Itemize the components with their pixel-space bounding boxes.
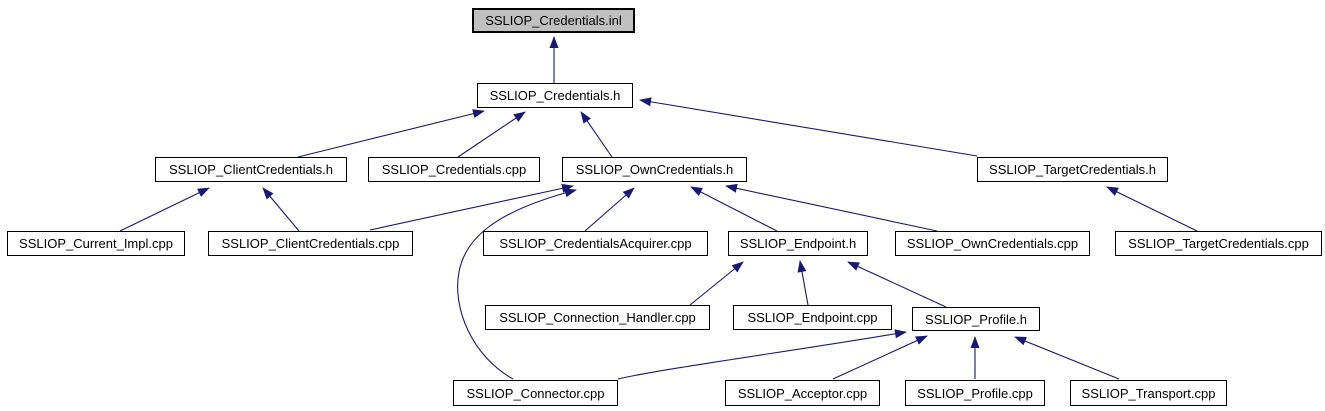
dependency-edge-clientcredentials-cpp-to-owncredentials-h (369, 183, 574, 231)
dependency-edge-transport-cpp-to-profile-h (1014, 336, 1120, 380)
graph-node-label: SSLIOP_ClientCredentials.cpp (221, 236, 400, 251)
graph-node-credentials-h[interactable]: SSLIOP_Credentials.h (477, 83, 633, 108)
graph-node-label: SSLIOP_Endpoint.h (739, 236, 857, 251)
graph-node-label: SSLIOP_Credentials.cpp (381, 162, 527, 177)
dependency-edge-connection-handler-cpp-to-endpoint-h (689, 261, 744, 306)
graph-node-clientcredentials-h[interactable]: SSLIOP_ClientCredentials.h (155, 157, 347, 182)
graph-node-current-impl-cpp[interactable]: SSLIOP_Current_Impl.cpp (7, 231, 185, 256)
graph-node-label: SSLIOP_Connection_Handler.cpp (499, 310, 696, 325)
graph-node-label: SSLIOP_Profile.cpp (917, 385, 1033, 401)
graph-node-clientcredentials-cpp[interactable]: SSLIOP_ClientCredentials.cpp (208, 231, 413, 256)
graph-node-owncredentials-h[interactable]: SSLIOP_OwnCredentials.h (562, 157, 747, 182)
graph-node-label: SSLIOP_Connector.cpp (466, 385, 605, 401)
graph-node-profile-h[interactable]: SSLIOP_Profile.h (912, 307, 1040, 331)
dependency-edge-endpoint-h-to-owncredentials-h (690, 186, 778, 232)
graph-node-credentials-inl: SSLIOP_Credentials.inl (472, 8, 635, 33)
dependency-edge-clientcredentials-h-to-credentials-h (297, 109, 485, 158)
dependency-edge-connector-cpp-to-owncredentials-h (457, 188, 577, 380)
dependency-edge-targetcredentials-cpp-to-targetcredentials-h (1106, 186, 1198, 232)
dependency-edge-connector-cpp-to-profile-h (617, 329, 907, 380)
dependency-edge-credentials-cpp-to-credentials-h (457, 111, 526, 158)
graph-node-credentialsacquirer-cpp[interactable]: SSLIOP_CredentialsAcquirer.cpp (483, 231, 708, 256)
graph-node-label: SSLIOP_OwnCredentials.cpp (906, 236, 1079, 251)
graph-node-label: SSLIOP_Transport.cpp (1081, 385, 1216, 401)
dependency-edge-credentialsacquirer-cpp-to-owncredentials-h (584, 187, 635, 232)
dependency-edge-endpoint-cpp-to-endpoint-h (797, 260, 809, 306)
graph-node-endpoint-cpp[interactable]: SSLIOP_Endpoint.cpp (733, 305, 892, 330)
dependency-edge-current-impl-cpp-to-clientcredentials-h (119, 187, 210, 232)
graph-node-label: SSLIOP_Current_Impl.cpp (19, 236, 173, 251)
graph-node-label: SSLIOP_Endpoint.cpp (747, 310, 878, 325)
graph-node-label: SSLIOP_Acceptor.cpp (737, 385, 868, 401)
graph-node-acceptor-cpp[interactable]: SSLIOP_Acceptor.cpp (725, 380, 880, 406)
graph-node-endpoint-h[interactable]: SSLIOP_Endpoint.h (728, 231, 868, 256)
graph-node-profile-cpp[interactable]: SSLIOP_Profile.cpp (905, 380, 1045, 406)
graph-node-label: SSLIOP_CredentialsAcquirer.cpp (499, 236, 692, 251)
graph-node-credentials-cpp[interactable]: SSLIOP_Credentials.cpp (368, 157, 540, 182)
dependency-edge-owncredentials-cpp-to-owncredentials-h (725, 183, 938, 232)
graph-node-label: SSLIOP_TargetCredentials.cpp (1128, 236, 1309, 251)
graph-node-targetcredentials-cpp[interactable]: SSLIOP_TargetCredentials.cpp (1115, 231, 1322, 256)
dependency-edge-clientcredentials-cpp-to-clientcredentials-h (262, 187, 300, 232)
dependency-edge-profile-h-to-endpoint-h (847, 261, 947, 308)
dependency-edge-targetcredentials-h-to-credentials-h (639, 97, 978, 157)
graph-node-label: SSLIOP_Credentials.inl (485, 13, 622, 28)
graph-node-targetcredentials-h[interactable]: SSLIOP_TargetCredentials.h (977, 157, 1168, 182)
graph-node-label: SSLIOP_OwnCredentials.h (575, 162, 734, 177)
graph-node-label: SSLIOP_TargetCredentials.h (989, 162, 1156, 177)
graph-node-label: SSLIOP_Credentials.h (489, 88, 621, 103)
dependency-edge-owncredentials-h-to-credentials-h (580, 111, 613, 158)
graph-node-label: SSLIOP_ClientCredentials.h (168, 162, 334, 177)
graph-node-connector-cpp[interactable]: SSLIOP_Connector.cpp (453, 380, 618, 406)
dependency-edge-acceptor-cpp-to-profile-h (832, 335, 928, 380)
graph-node-owncredentials-cpp[interactable]: SSLIOP_OwnCredentials.cpp (895, 231, 1090, 256)
graph-node-label: SSLIOP_Profile.h (925, 311, 1027, 327)
graph-node-connection-handler-cpp[interactable]: SSLIOP_Connection_Handler.cpp (485, 305, 710, 330)
graph-node-transport-cpp[interactable]: SSLIOP_Transport.cpp (1070, 380, 1227, 406)
